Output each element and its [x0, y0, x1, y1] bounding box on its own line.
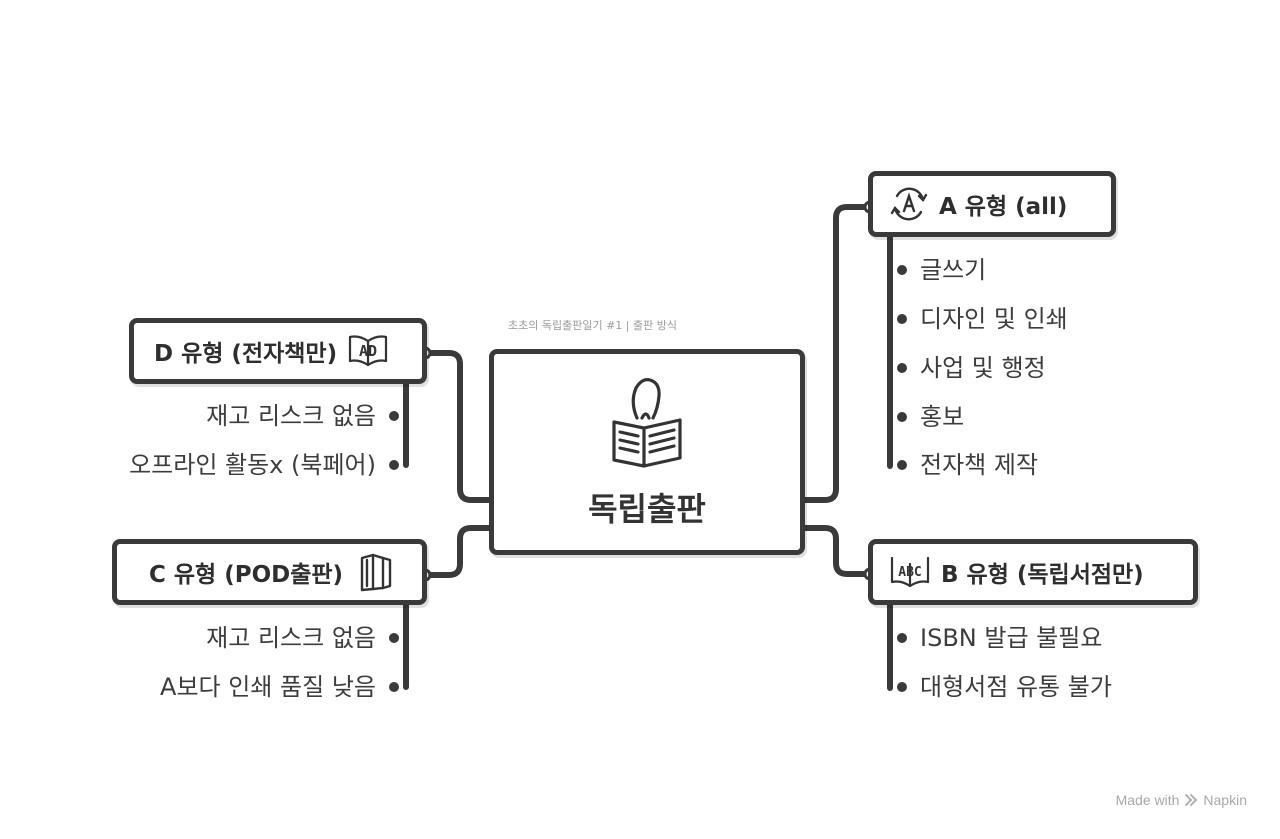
branch-b-item: ISBN 발급 불필요 [920, 624, 1103, 652]
branch-b-title: B 유형 (독립서점만) [941, 562, 1144, 588]
books-icon [360, 553, 392, 592]
branch-a-box: A 유형 (all) [868, 171, 1116, 237]
branch-a-item: 사업 및 행정 [920, 354, 1046, 382]
branch-a-title: A 유형 (all) [939, 194, 1068, 220]
person-reading-newspaper-icon [612, 378, 682, 468]
branch-a-item: 글쓰기 [920, 256, 987, 284]
a-cycle-icon [890, 187, 928, 221]
svg-text:ABC: ABC [898, 565, 921, 580]
branch-b-box: ABC B 유형 (독립서점만) [868, 539, 1198, 605]
branch-d-box: D 유형 (전자책만) AD [129, 318, 427, 384]
watermark-brand: Napkin [1203, 792, 1247, 808]
branch-c-box: C 유형 (POD출판) [112, 539, 427, 605]
branch-d-item: 오프라인 활동x (북페어) [129, 451, 376, 479]
diagram-caption: 초초의 독립출판일기 #1 | 출판 방식 [508, 319, 677, 332]
branch-c-item: 재고 리스크 없음 [206, 624, 376, 652]
center-node: 독립출판 [489, 349, 805, 555]
branch-b-item: 대형서점 유통 불가 [920, 673, 1112, 701]
napkin-logo-icon [1185, 794, 1198, 806]
center-label: 독립출판 [588, 490, 706, 528]
branch-a-item: 전자책 제작 [920, 451, 1039, 479]
branch-a-item: 홍보 [920, 403, 965, 431]
ad-book-icon: AD [348, 335, 388, 367]
branch-c-title: C 유형 (POD출판) [149, 562, 344, 588]
abc-book-icon: ABC [890, 556, 930, 588]
branch-c-item: A보다 인쇄 품질 낮음 [160, 673, 376, 701]
made-with-napkin-watermark: Made with Napkin [1116, 792, 1247, 808]
branch-d-item: 재고 리스크 없음 [206, 402, 376, 430]
branch-d-title: D 유형 (전자책만) [154, 341, 338, 367]
watermark-prefix: Made with [1115, 792, 1180, 808]
svg-text:AD: AD [359, 342, 377, 360]
branch-a-item: 디자인 및 인쇄 [920, 305, 1068, 333]
